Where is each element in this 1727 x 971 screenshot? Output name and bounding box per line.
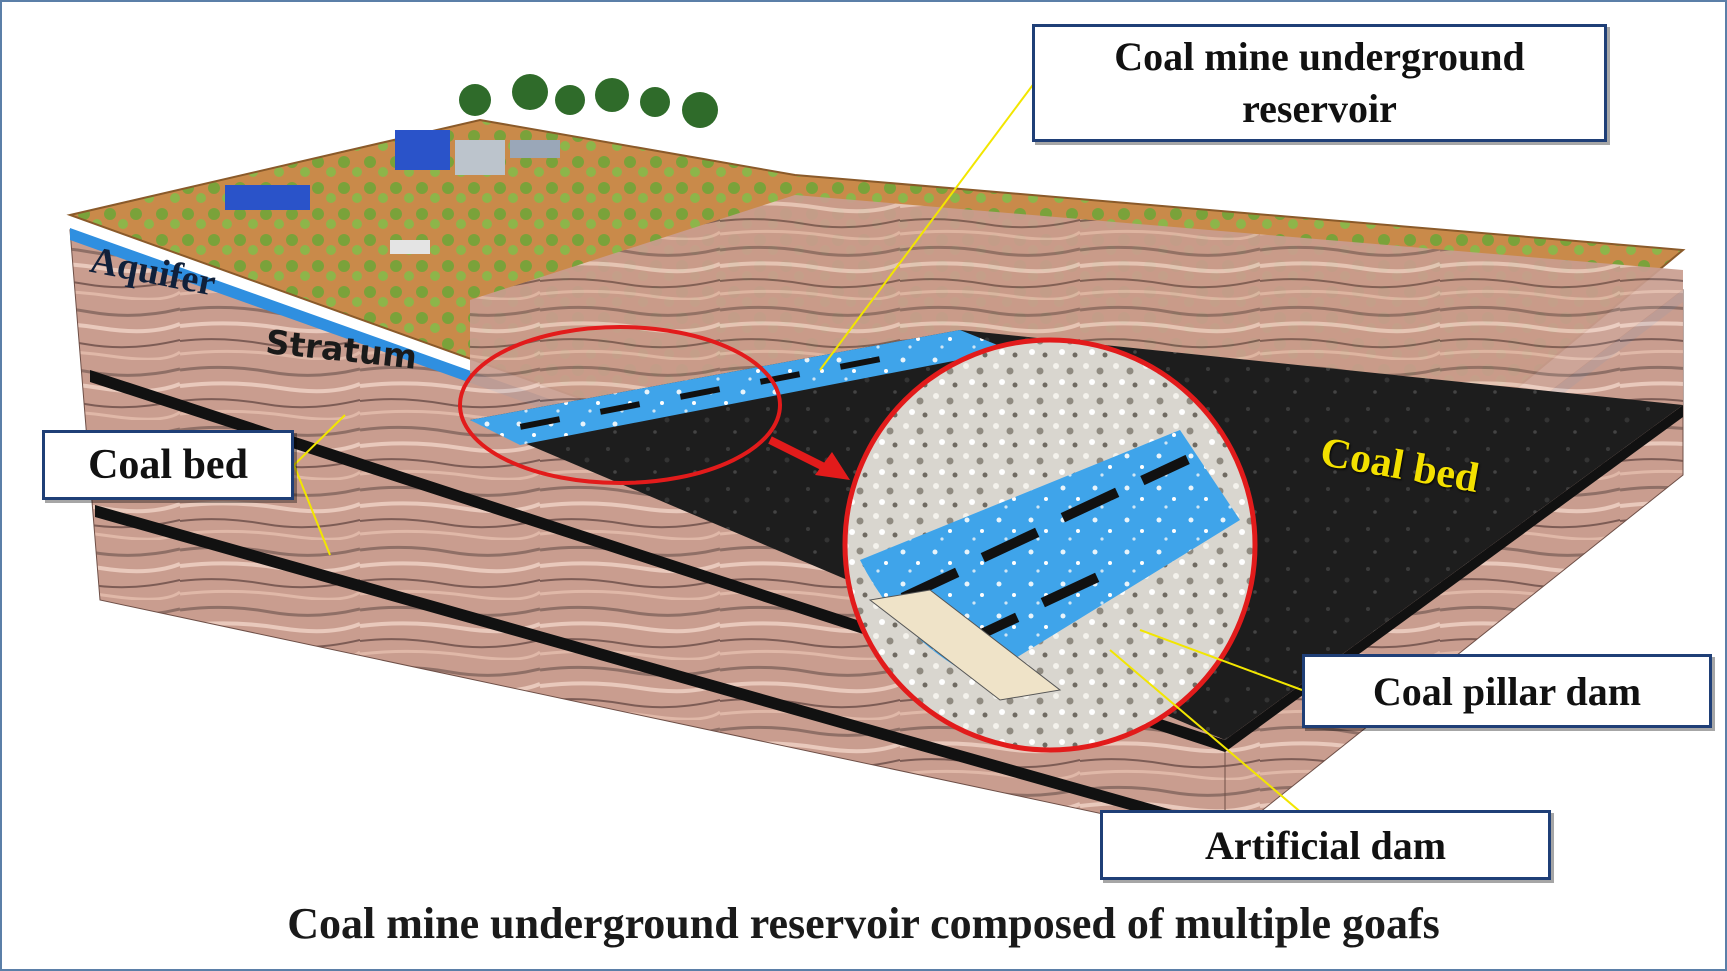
coal-pillar-dams (519, 356, 881, 430)
coal-seam-lower (95, 505, 1225, 837)
surface-buildings (225, 130, 560, 254)
goaf-highlight-circle (458, 325, 782, 485)
artificial-dam-callout: Artificial dam (1100, 810, 1551, 880)
coal-pillar-dam-callout: Coal pillar dam (1302, 654, 1712, 728)
magnify-arrow (768, 436, 850, 480)
leader-lines (293, 77, 1311, 821)
coal-bed-callout: Coal bed (42, 430, 294, 500)
surface-trees (459, 74, 718, 128)
coal-mine-reservoir-callout: Coal mine underground reservoir (1032, 24, 1607, 142)
figure-caption: Coal mine underground reservoir composed… (287, 899, 1440, 948)
magnified-dam-base (868, 589, 1062, 701)
